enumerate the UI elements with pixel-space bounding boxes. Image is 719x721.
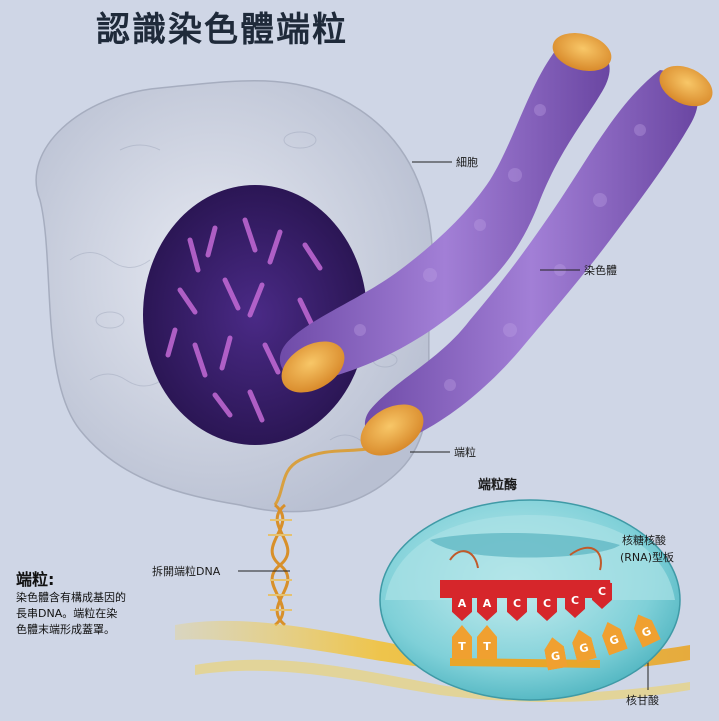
description-heading: 端粒: (16, 570, 55, 589)
label-unwound-dna: 拆開端粒DNA (152, 565, 221, 578)
base-arrow: T (477, 625, 497, 659)
label-rna-template-1: 核糖核酸 (622, 534, 666, 547)
label-nucleotide: 核甘酸 (626, 694, 659, 707)
base-arrow: C (507, 595, 527, 621)
telomere-cap-bottom-left (281, 341, 345, 393)
base-arrow: A (452, 595, 472, 621)
label-cell: 細胞 (456, 156, 478, 169)
label-rna-template-2: (RNA)型板 (620, 551, 674, 564)
label-chromosome: 染色體 (584, 264, 617, 277)
base-arrow: G (629, 610, 661, 647)
base-arrow: G (569, 627, 597, 663)
base-arrow: G (542, 636, 567, 671)
paired-bases: T T (452, 625, 512, 661)
description-body: 染色體含有構成基因的長串DNA。端粒在染色體末端形成蓋罩。 (16, 591, 126, 636)
base-arrow: C (565, 592, 585, 618)
new-bases: G G G G (545, 615, 675, 675)
dna-double-helix (270, 503, 290, 627)
telomere-cap-top-left (552, 32, 612, 72)
telomere-cap-top-right (659, 65, 713, 107)
chromosome (279, 32, 713, 456)
base-arrow: C (592, 583, 612, 609)
template-bases: A A C C C C (452, 583, 622, 625)
base-arrow: G (598, 619, 628, 656)
base-arrow: A (477, 595, 497, 621)
page-title: 認識染色體端粒 (96, 10, 348, 50)
nucleus-chromosomes (165, 217, 323, 423)
label-telomere: 端粒 (454, 446, 476, 459)
base-arrow: T (452, 625, 472, 659)
label-telomerase: 端粒酶 (478, 478, 518, 493)
base-arrow: C (537, 595, 557, 621)
telomere-cap-bottom-right (360, 404, 424, 456)
